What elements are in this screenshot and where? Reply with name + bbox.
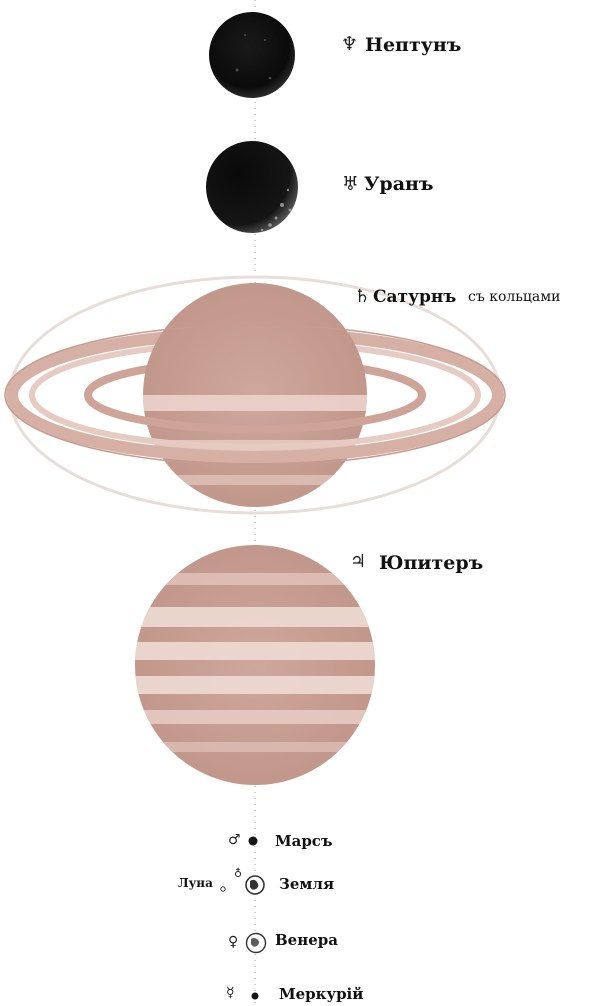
jupiter-label: Юпитеръ [379,552,483,574]
moon-label: Луна [178,876,213,890]
mercury-label: Меркурій [279,985,363,1003]
mercury-disc [252,993,259,1000]
earth-symbol: ♁ [234,867,242,880]
saturn-figure [5,277,505,513]
venus-label: Венера [275,931,338,949]
saturn-symbol: ♄ [354,286,370,307]
jupiter-figure [130,545,380,785]
earth-label: Земля [279,875,334,893]
mars-disc [249,837,258,846]
uranus-symbol: ♅ [342,173,359,195]
neptune-disc [209,12,295,98]
jupiter-symbol: ♃ [350,551,366,572]
mars-label: Марсъ [275,832,332,850]
neptune-label: Нептунъ [365,34,461,56]
neptune-symbol: ♆ [341,33,358,55]
uranus-label: Уранъ [364,173,434,195]
venus-symbol: ♀ [228,934,238,950]
saturn-note: съ кольцами [468,289,560,305]
mercury-symbol: ☿ [226,985,235,1001]
saturn-label: Сатурнъ [373,287,456,307]
mars-symbol: ♂ [228,832,241,848]
moon-disc [221,887,225,891]
uranus-disc [206,141,298,233]
